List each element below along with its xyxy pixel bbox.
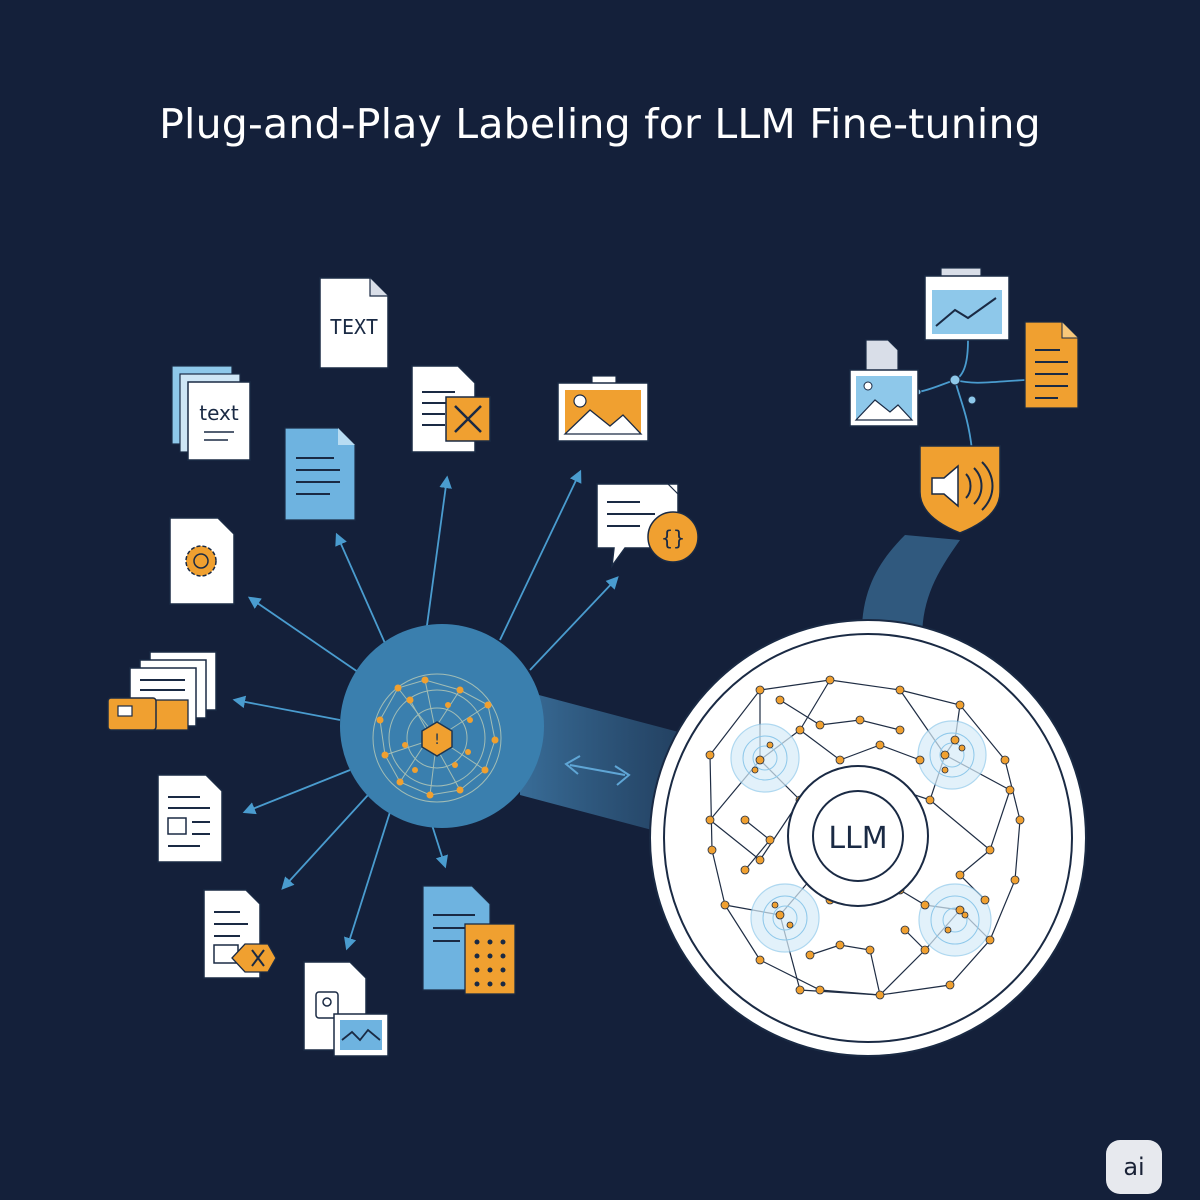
spreadsheet-document-icon bbox=[422, 885, 516, 995]
bidirectional-arrow-icon bbox=[564, 755, 631, 786]
chat-code-icon: {} bbox=[596, 483, 699, 569]
hub-node: ! bbox=[340, 624, 544, 828]
form-document-icon bbox=[157, 774, 223, 863]
hub-spokes bbox=[232, 469, 619, 951]
audio-shield-icon bbox=[919, 445, 1001, 534]
hub-core-icon bbox=[421, 721, 453, 757]
document-x-icon bbox=[411, 365, 491, 453]
chart-image-icon bbox=[924, 267, 1010, 341]
hub-llm-connector bbox=[520, 690, 690, 840]
svg-text:!: ! bbox=[434, 732, 440, 748]
image-document-icon bbox=[303, 961, 389, 1057]
gear-document-icon bbox=[169, 517, 235, 605]
audio-llm-connector bbox=[861, 535, 960, 640]
cluster-connectors bbox=[917, 339, 1026, 451]
svg-text:{}: {} bbox=[661, 526, 685, 550]
image-file-icon bbox=[849, 339, 919, 427]
document-x-small-icon bbox=[203, 889, 277, 979]
page-title: Plug-and-Play Labeling for LLM Fine-tuni… bbox=[159, 100, 1041, 148]
document-icon bbox=[284, 427, 356, 521]
text-stack-icon: text bbox=[171, 365, 251, 461]
cluster-nodes bbox=[914, 374, 977, 405]
orange-document-icon bbox=[1024, 321, 1079, 409]
card-stack-icon bbox=[107, 651, 217, 731]
image-icon bbox=[557, 375, 649, 442]
llm-node: LLM bbox=[649, 619, 1087, 1057]
ai-badge: ai bbox=[1106, 1140, 1162, 1194]
llm-label: LLM bbox=[828, 821, 887, 856]
text-stack-label: text bbox=[199, 401, 239, 425]
text-document-label: TEXT bbox=[330, 315, 378, 339]
text-document-icon: TEXT bbox=[319, 277, 389, 369]
